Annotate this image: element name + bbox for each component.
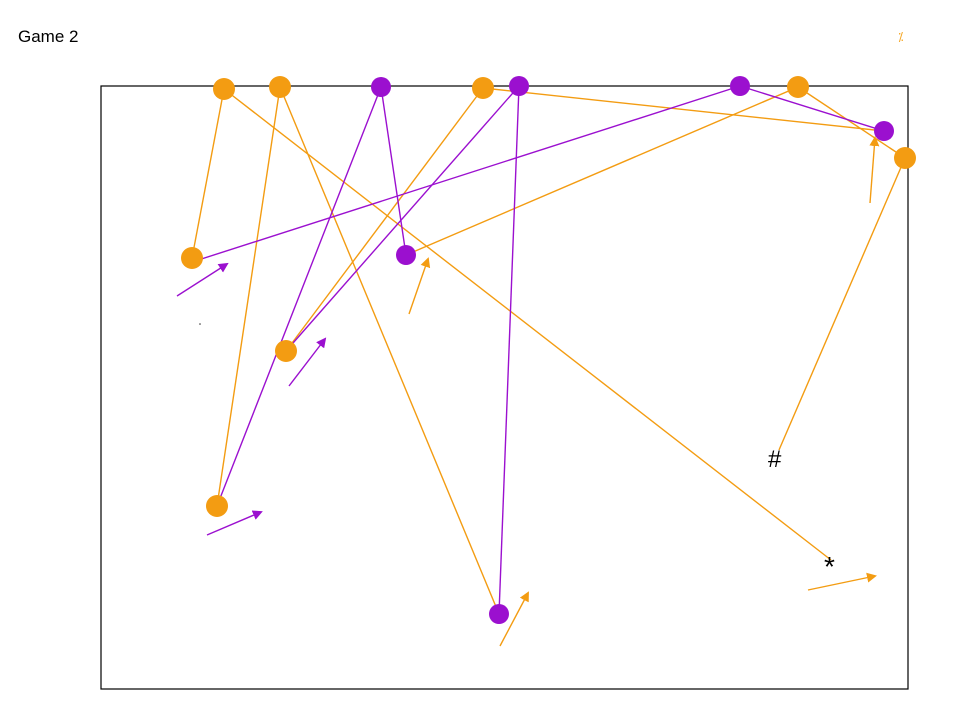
movement-arrows [176,136,880,647]
purple-player [874,121,894,141]
orange-arrow [869,136,880,204]
orange-player [206,495,228,517]
purple-line [191,85,741,263]
orange-player [213,78,235,100]
field-frame [100,85,909,690]
purple-passes [191,85,885,615]
orange-line [778,157,906,451]
orange-player [269,76,291,98]
orange-player [472,77,494,99]
orange-arrow [499,591,529,647]
purple-line [285,85,520,352]
stray-dot [199,323,201,325]
orange-passes [191,86,906,615]
purple-arrow [206,510,263,536]
hash-symbol: # [768,446,782,473]
orange-player [787,76,809,98]
orange-arrow [408,257,431,315]
orange-line [191,88,225,259]
purple-player [371,77,391,97]
orange-line [216,86,281,507]
purple-player [396,245,416,265]
purple-line [739,85,885,132]
orange-team [181,76,916,517]
orange-player [894,147,916,169]
purple-line [498,85,520,615]
orange-line [482,87,885,132]
orange-line [223,88,832,561]
star-symbol: * [824,551,835,582]
orange-line [285,87,484,352]
purple-team [371,76,894,624]
orange-line [797,86,906,159]
purple-player [489,604,509,624]
purple-player [730,76,750,96]
purple-line [216,86,382,507]
orange-line [405,86,799,256]
purple-player [509,76,529,96]
purple-line [380,86,407,256]
purple-arrow [288,337,327,387]
game-title: Game 2 [18,27,79,46]
orange-player [181,247,203,269]
corner-mark: ⁒ [898,30,904,44]
orange-player [275,340,297,362]
orange-line [279,86,500,615]
purple-arrow [176,262,229,297]
orange-arrow [807,572,877,591]
